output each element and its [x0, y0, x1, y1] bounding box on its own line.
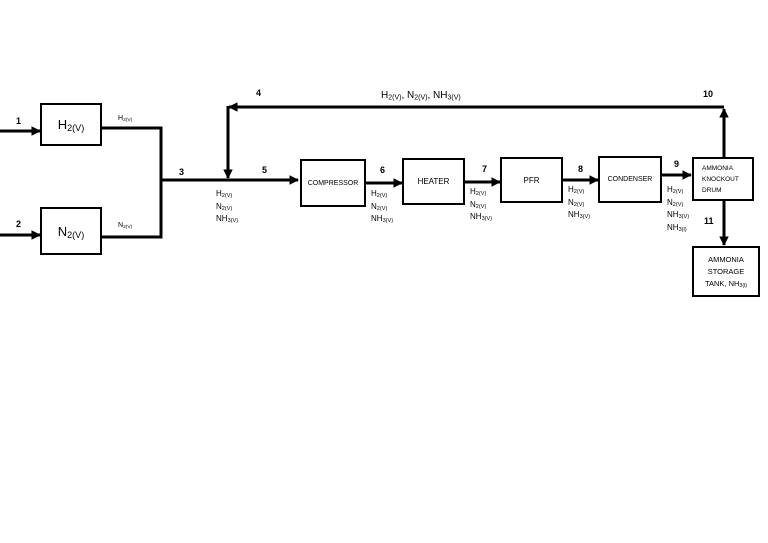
h2-out-label: H2(V)	[118, 115, 133, 123]
stream-number-6: 6	[380, 165, 386, 175]
stream-9-composition-label: H2(V) N2(V) NH3(V) NH3(l)	[667, 185, 690, 233]
storage-tank-box: AMMONIA STORAGE TANK, NH3(l)	[692, 246, 760, 297]
compressor-label: COMPRESSOR	[307, 179, 359, 187]
pfr-box: PFR	[500, 157, 563, 203]
heater-box: HEATER	[402, 158, 465, 205]
stream-7-composition-label: H2(V) N2(V) NH3(V)	[470, 187, 493, 223]
n2-out-label: N2(V)	[118, 222, 133, 230]
stream-number-9: 9	[674, 159, 680, 169]
stream-number-5: 5	[262, 165, 268, 175]
stream-number-4: 4	[256, 88, 262, 98]
condenser-label: CONDENSER	[607, 176, 653, 183]
n2-out-line	[101, 180, 163, 239]
heater-label: HEATER	[417, 177, 450, 186]
compressor-box: COMPRESSOR	[300, 159, 366, 207]
storage-tank-label: AMMONIA STORAGE TANK, NH3(l)	[704, 254, 748, 289]
stream-6-composition-label: H2(V) N2(V) NH3(V)	[371, 189, 394, 225]
stream-number-1: 1	[16, 116, 22, 126]
stream-number-11: 11	[704, 216, 714, 226]
condenser-box: CONDENSER	[598, 156, 662, 203]
stream-number-7: 7	[482, 164, 488, 174]
n2-source-label: N2(V)	[57, 223, 85, 240]
pfr-label: PFR	[523, 175, 540, 185]
mix-composition-label: H2(V) N2(V) NH3(V)	[216, 189, 239, 225]
h2-source-box: H2(V)	[40, 103, 102, 146]
knockout-drum-label: AMMONIA KNOCKOUT DRUM	[702, 164, 739, 194]
knockout-drum-box: AMMONIA KNOCKOUT DRUM	[692, 157, 754, 201]
stream-number-8: 8	[578, 164, 584, 174]
h2-out-line	[101, 126, 163, 180]
stream-number-3: 3	[179, 167, 185, 177]
recycle-composition-label: H2(V), N2(V), NH3(V)	[381, 90, 461, 102]
stream-8-composition-label: H2(V) N2(V) NH3(V)	[568, 185, 591, 221]
n2-source-box: N2(V)	[40, 207, 102, 255]
h2-source-label: H2(V)	[57, 117, 85, 133]
stream-number-10: 10	[703, 89, 714, 99]
stream-number-2: 2	[16, 219, 22, 229]
